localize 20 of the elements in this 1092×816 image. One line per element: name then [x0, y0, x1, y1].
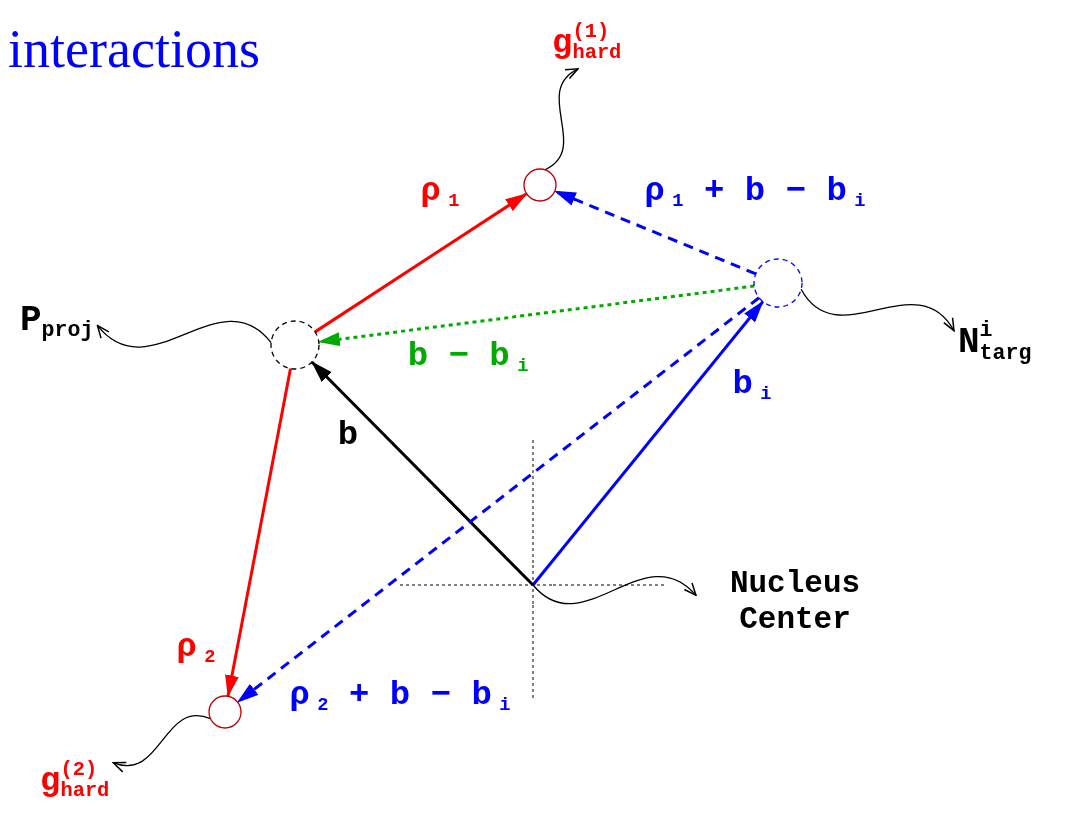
point-circle	[523, 168, 557, 202]
point-circle	[208, 695, 242, 729]
nucleus-center-crosshair	[513, 565, 553, 605]
vector-arrow	[225, 368, 292, 698]
leader-line	[544, 68, 579, 171]
vector-arrow	[236, 296, 760, 704]
heading-text: interactions	[8, 18, 260, 80]
vector-arrow	[317, 284, 755, 347]
vector-arrow	[531, 300, 765, 586]
leader-line	[800, 288, 955, 332]
leader-line	[112, 715, 212, 772]
vector-arrow	[310, 361, 535, 587]
point-label: P$_{proj}$	[20, 300, 94, 344]
point-label: Nucleus Center	[700, 566, 890, 638]
point-circle	[270, 320, 320, 370]
vector-arrow	[553, 189, 757, 276]
leader-line	[532, 576, 697, 605]
point-circle	[753, 258, 803, 308]
leader-line	[96, 320, 272, 348]
vector-arrow	[314, 192, 528, 334]
